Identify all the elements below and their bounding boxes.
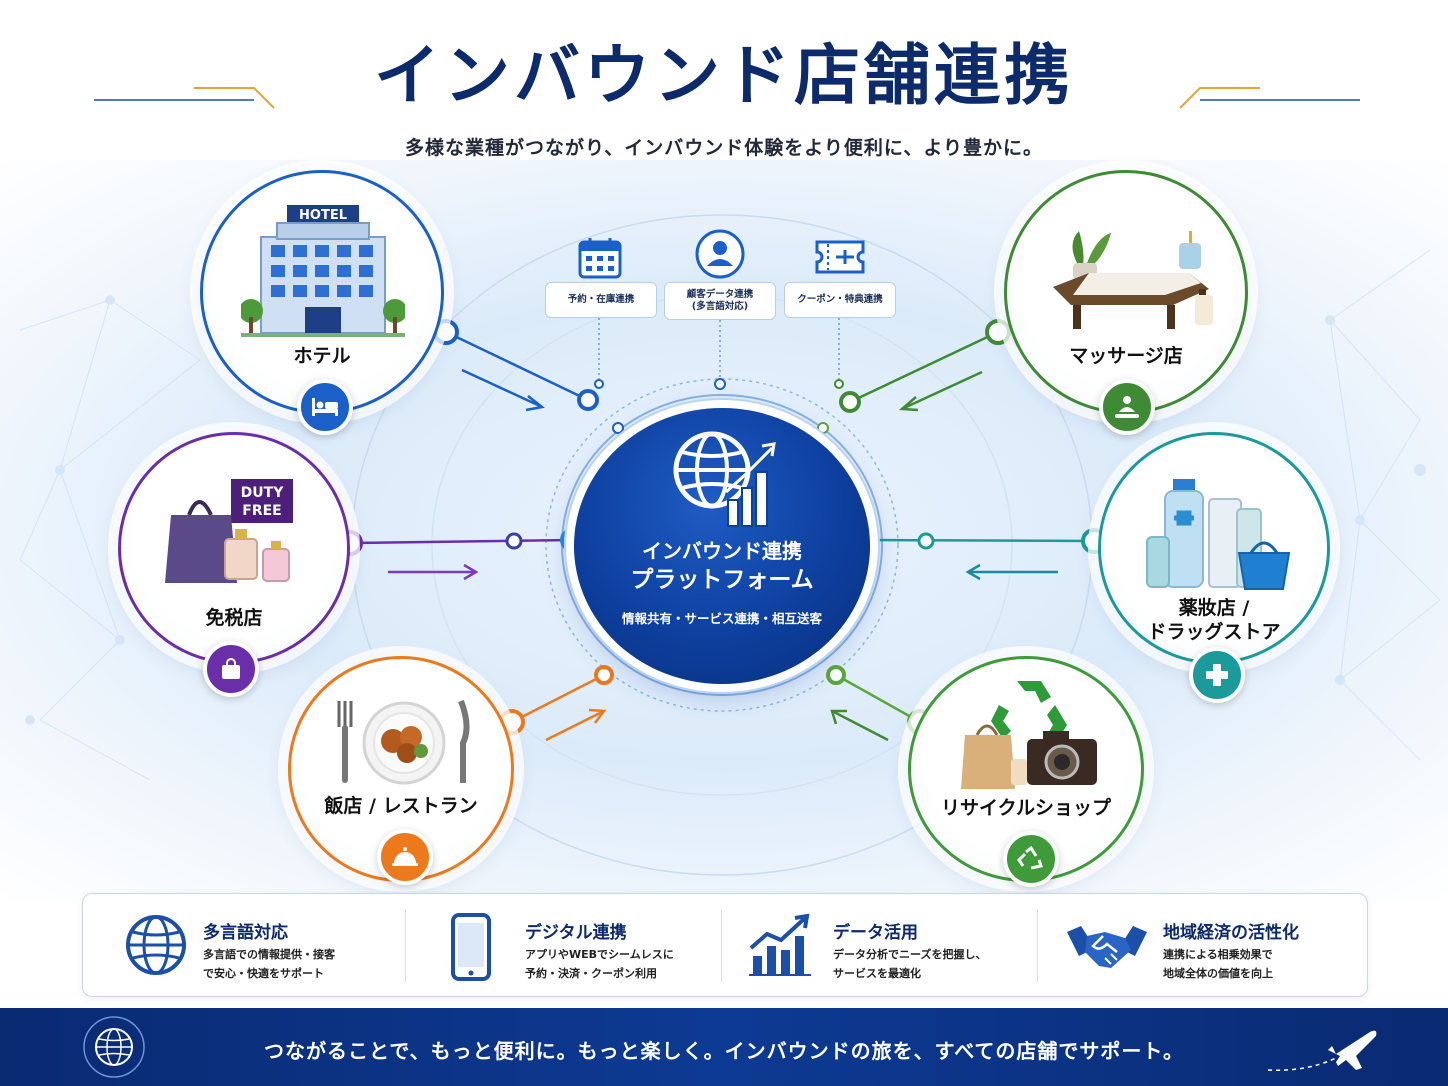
massage-bed-icon — [1053, 231, 1213, 329]
duty-free-sign-line1: DUTY — [241, 485, 285, 501]
hub-subtitle: 情報共有・サービス連携・相互送客 — [621, 611, 822, 626]
node-drugstore[interactable]: 薬妝店 / ドラッグストア — [1098, 432, 1330, 703]
node-recycle-shop-label: リサイクルショップ — [940, 797, 1112, 819]
duty-free-shopping-icon: DUTY FREE — [165, 479, 293, 583]
handshake-icon — [1067, 926, 1147, 968]
user-icon — [695, 229, 745, 279]
benefit-regional-title: 地域経済の活性化 — [1163, 923, 1299, 943]
feature-customer-data: 顧客データ連携 (多言語対応) — [664, 282, 776, 320]
benefit-data: データ活用 データ分析でニーズを把握し、 サービスを最適化 — [713, 894, 1033, 998]
node-restaurant-label: 飯店 / レストラン — [324, 795, 478, 817]
hotel-building-icon: HOTEL — [241, 205, 405, 337]
benefit-regional-desc2: 地域全体の価値を向上 — [1163, 966, 1273, 980]
node-drugstore-label-line2: ドラッグストア — [1147, 620, 1281, 643]
calendar-icon — [578, 238, 622, 279]
benefit-digital-desc1: アプリやWEBでシームレスに — [525, 948, 674, 961]
benefit-digital-title: デジタル連携 — [525, 923, 627, 943]
benefit-multilingual: 多言語対応 多言語での情報提供・接客 で安心・快適をサポート — [83, 894, 403, 998]
cosmetics-icon — [1146, 479, 1291, 590]
benefit-multilingual-title: 多言語対応 — [203, 923, 288, 943]
hub-title-line1: インバウンド連携 — [642, 539, 802, 563]
node-restaurant[interactable]: 飯店 / レストラン — [288, 656, 514, 885]
benefits-panel: 多言語対応 多言語での情報提供・接客 で安心・快適をサポート デジタル連携 アプ… — [82, 893, 1368, 997]
divider — [1037, 910, 1038, 982]
page-title: インバウンド店舗連携 — [374, 37, 1074, 114]
node-massage[interactable]: マッサージ店 — [1004, 170, 1248, 435]
medical-cross-icon — [1189, 647, 1245, 703]
node-duty-free-label: 免税店 — [205, 607, 263, 629]
node-massage-label: マッサージ店 — [1069, 345, 1183, 367]
benefit-regional-economy: 地域経済の活性化 連携による相乗効果で 地域全体の価値を向上 — [1043, 894, 1363, 998]
benefit-data-title: データ活用 — [833, 923, 918, 943]
meal-plate-icon — [337, 699, 470, 785]
platform-hub: インバウンド連携 プラットフォーム 情報共有・サービス連携・相互送客 — [574, 408, 870, 684]
node-hotel[interactable]: HOTEL ホテル — [200, 170, 444, 435]
benefit-data-desc1: データ分析でニーズを把握し、 — [833, 948, 987, 961]
bed-icon — [297, 379, 353, 435]
globe-emblem-icon — [83, 1016, 145, 1078]
node-drugstore-label-line1: 薬妝店 / — [1178, 597, 1250, 619]
feature-reservation-inventory: 予約・在庫連携 — [545, 282, 657, 318]
page-subtitle: 多様な業種がつながり、インバウンド体験をより便利に、より豊かに。 — [405, 137, 1043, 159]
footer-banner: つながることで、もっと便利に。もっと楽しく。インバウンドの旅を、すべての店舗でサ… — [0, 1008, 1448, 1086]
shopping-bag-icon — [203, 641, 259, 697]
node-duty-free[interactable]: DUTY FREE 免税店 — [118, 432, 350, 697]
recycle-icon — [1003, 831, 1059, 887]
massage-icon — [1099, 379, 1155, 435]
benefit-multilingual-desc1: 多言語での情報提供・接客 — [203, 948, 335, 961]
globe-icon — [126, 915, 186, 975]
ticket-icon — [815, 240, 865, 274]
benefit-digital: デジタル連携 アプリやWEBでシームレスに 予約・決済・クーポン利用 — [405, 894, 725, 998]
globe-growth-icon — [673, 431, 776, 527]
title-decoration-right — [1179, 87, 1360, 109]
feature-coupon-benefits: クーポン・特典連携 — [784, 282, 896, 318]
benefit-data-desc2: サービスを最適化 — [833, 966, 921, 980]
airplane-icon — [1267, 1030, 1377, 1071]
node-recycle-shop[interactable]: リサイクルショップ — [908, 656, 1144, 887]
smartphone-icon — [451, 913, 491, 981]
recycle-goods-icon — [961, 681, 1097, 789]
divider — [721, 910, 722, 982]
benefit-multilingual-desc2: で安心・快適をサポート — [203, 966, 324, 980]
footer-message: つながることで、もっと便利に。もっと楽しく。インバウンドの旅を、すべての店舗でサ… — [264, 1039, 1184, 1063]
hub-title-line2: プラットフォーム — [630, 567, 814, 593]
chart-icon — [749, 913, 811, 976]
benefit-regional-desc1: 連携による相乗効果で — [1163, 948, 1273, 961]
node-hotel-label: ホテル — [293, 345, 351, 367]
duty-free-sign-line2: FREE — [242, 503, 281, 519]
divider — [405, 910, 406, 982]
title-decoration-left — [94, 87, 275, 109]
hotel-sign: HOTEL — [299, 208, 347, 223]
cloche-icon — [377, 829, 433, 885]
benefit-digital-desc2: 予約・決済・クーポン利用 — [525, 966, 657, 980]
